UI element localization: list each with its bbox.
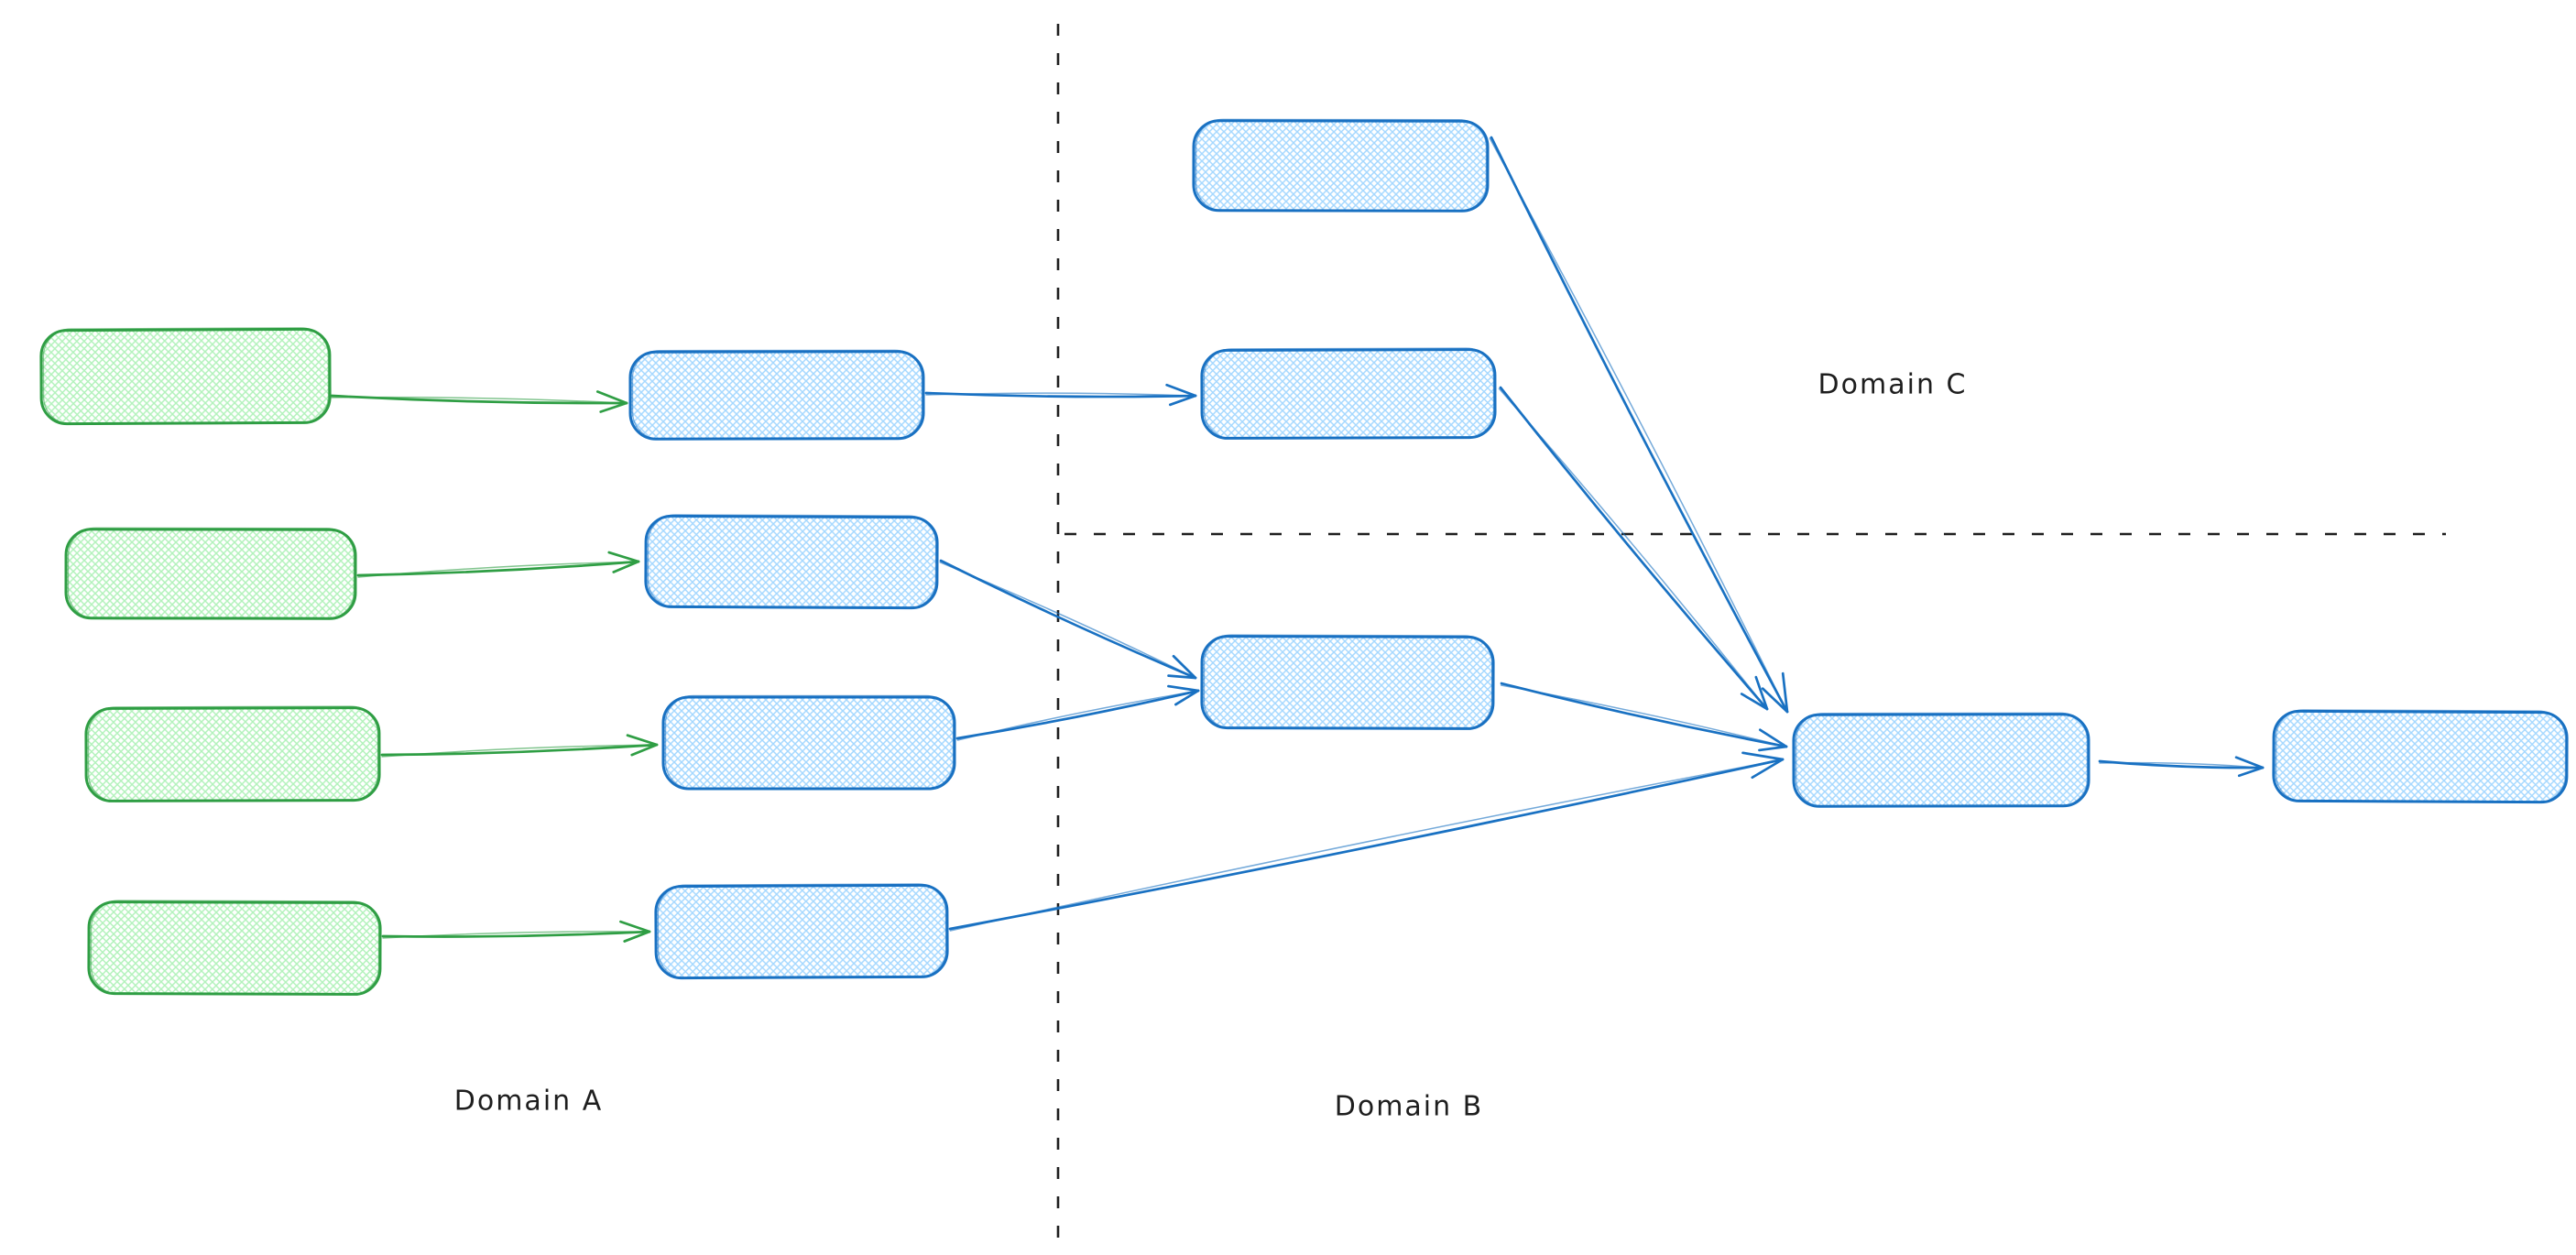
- edge-shaft-sketch: [357, 561, 633, 578]
- node-outline: [654, 883, 949, 980]
- edge-a-process-3-to-b-box-1: [955, 684, 1200, 741]
- edge-arrowhead: [1759, 728, 1788, 748]
- edge-shaft: [1490, 136, 1789, 714]
- dividers-layer: [1056, 24, 2446, 1239]
- node-b-output: [2272, 709, 2569, 804]
- node-outline-sketch: [647, 514, 937, 609]
- domain-a-label: Domain A: [453, 1085, 604, 1118]
- edge-a-process-1-to-c-box-2: [924, 383, 1197, 407]
- node-outline: [64, 528, 357, 620]
- edge-arrowhead: [607, 551, 640, 563]
- edge-arrowhead: [2234, 756, 2265, 769]
- node-outline: [87, 900, 382, 996]
- edge-arrowhead: [1781, 671, 1789, 714]
- edge-a-process-2-to-b-box-1: [939, 559, 1197, 680]
- node-outline: [644, 514, 939, 610]
- node-outline-sketch: [87, 705, 379, 802]
- edges-layer: [330, 136, 2265, 943]
- node-a-source-3: [84, 705, 381, 802]
- edge-arrowhead: [595, 390, 628, 405]
- edge-c-box-2-to-b-merge: [1498, 386, 1769, 711]
- node-a-source-1: [39, 327, 332, 426]
- edge-a-source-2-to-a-process-2: [356, 551, 640, 578]
- node-outline: [628, 350, 925, 441]
- edge-arrowhead: [1741, 751, 1785, 761]
- edge-arrowhead: [612, 560, 640, 573]
- edge-arrowhead: [599, 401, 628, 413]
- edge-arrowhead: [623, 930, 651, 943]
- edge-c-box-1-to-b-merge: [1489, 136, 1789, 714]
- node-outline-sketch: [1203, 347, 1495, 440]
- edge-shaft-sketch: [382, 931, 644, 939]
- edge-shaft-sketch: [2099, 761, 2257, 769]
- node-outline-sketch: [631, 349, 923, 441]
- edge-shaft: [948, 758, 1785, 931]
- edge-arrowhead: [1167, 684, 1200, 693]
- edge-shaft-sketch: [925, 392, 1190, 397]
- node-b-box-1: [1200, 634, 1495, 730]
- edge-shaft-sketch: [956, 691, 1193, 741]
- node-a-process-2: [644, 514, 939, 610]
- node-outline: [1792, 713, 2090, 808]
- node-outline-sketch: [90, 900, 380, 996]
- edge-shaft-sketch: [1498, 387, 1764, 705]
- edge-arrowhead: [626, 734, 659, 747]
- edge-arrowhead: [619, 920, 651, 933]
- edge-shaft-sketch: [1489, 137, 1785, 707]
- edge-shaft-sketch: [331, 396, 621, 404]
- node-outline-sketch: [1203, 634, 1493, 730]
- edge-a-source-3-to-a-process-3: [380, 734, 659, 758]
- nodes-layer: [39, 118, 2569, 996]
- edge-shaft-sketch: [1500, 684, 1781, 747]
- edge-a-source-1-to-a-process-1: [330, 390, 628, 413]
- edge-arrowhead: [1174, 689, 1200, 706]
- node-a-source-2: [64, 527, 357, 620]
- domain-b-label: Domain B: [1334, 1090, 1484, 1123]
- edge-b-box-1-to-b-merge: [1500, 682, 1788, 752]
- node-outline-sketch: [1795, 712, 2089, 808]
- edge-arrowhead: [1169, 394, 1197, 407]
- edge-arrowhead: [1167, 674, 1197, 680]
- edge-arrowhead: [1740, 693, 1769, 711]
- node-outline: [39, 327, 332, 426]
- edge-arrowhead: [2237, 766, 2265, 778]
- node-outline-sketch: [67, 527, 355, 620]
- node-outline: [1192, 119, 1490, 213]
- node-outline: [1200, 348, 1497, 440]
- node-outline: [1200, 635, 1495, 730]
- edge-a-process-4-to-b-merge: [948, 751, 1785, 932]
- edge-arrowhead: [1165, 383, 1197, 398]
- edge-arrowhead: [1754, 675, 1769, 711]
- node-a-process-3: [661, 694, 956, 791]
- node-b-merge: [1792, 712, 2090, 808]
- edge-shaft-sketch: [381, 744, 651, 758]
- edge-shaft-sketch: [949, 759, 1777, 932]
- edge-arrowhead: [1751, 758, 1785, 780]
- node-a-process-4: [654, 883, 949, 980]
- edge-arrowhead: [1172, 654, 1197, 680]
- node-outline: [2272, 709, 2569, 804]
- node-outline: [661, 695, 956, 791]
- node-outline-sketch: [657, 883, 947, 979]
- node-outline-sketch: [42, 327, 330, 425]
- edge-arrowhead: [1761, 687, 1789, 714]
- edge-shaft-sketch: [939, 562, 1191, 676]
- node-a-process-1: [628, 349, 925, 441]
- edge-a-source-4-to-a-process-4: [381, 920, 651, 943]
- domain-c-label: Domain C: [1817, 368, 1968, 401]
- node-a-source-4: [87, 900, 382, 996]
- edge-b-merge-to-b-output: [2098, 756, 2265, 778]
- edge-shaft: [1499, 386, 1769, 711]
- node-c-box-1: [1192, 118, 1490, 213]
- edge-arrowhead: [1758, 745, 1788, 752]
- node-outline-sketch: [2275, 709, 2567, 803]
- node-outline: [84, 706, 381, 802]
- edge-arrowhead: [630, 743, 659, 757]
- node-outline-sketch: [664, 694, 955, 791]
- node-outline-sketch: [1195, 118, 1488, 213]
- node-c-box-2: [1200, 347, 1497, 440]
